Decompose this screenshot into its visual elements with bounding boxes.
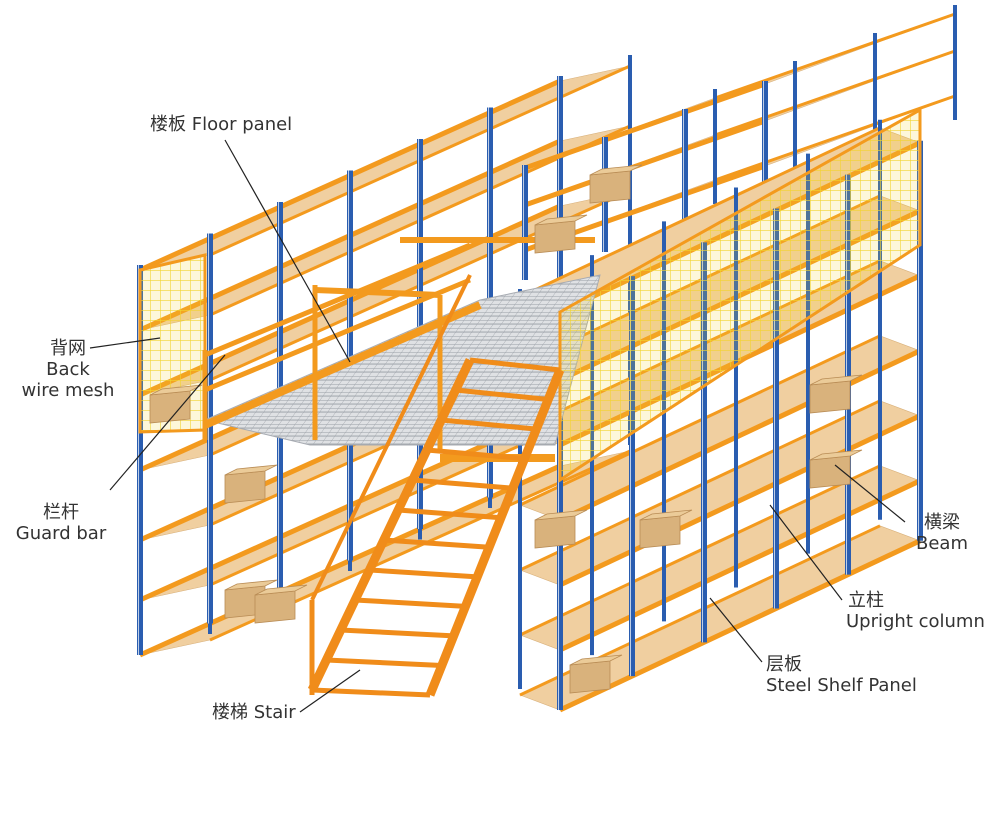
middle-rack-front-beam-0 — [524, 81, 766, 171]
label-steel-shelf-panel-en: Steel Shelf Panel — [766, 675, 917, 696]
leader-stair — [299, 669, 361, 713]
label-back-wire-mesh-en-line1: Back — [46, 359, 90, 380]
label-back-wire-mesh-cn: 背网 — [50, 338, 86, 359]
storage-box-front-8 — [809, 380, 851, 414]
label-beam-en: Beam — [916, 533, 968, 554]
stair-tread-0 — [311, 687, 431, 698]
storage-box-top-8 — [809, 374, 863, 386]
right-rack-front-beam-5 — [558, 478, 922, 653]
stair-tread-9 — [441, 417, 537, 432]
label-steel-shelf-panel: 层板 Steel Shelf Panel — [766, 654, 917, 696]
right-rack-back-beam-0 — [519, 126, 881, 299]
guard-bar-rail-0 — [204, 242, 471, 358]
storage-box-front-10 — [534, 220, 576, 254]
guard-bar-rail-1 — [204, 277, 471, 393]
right-rack-front-beam-3 — [558, 348, 922, 523]
label-upright-column-en: Upright column — [846, 611, 985, 632]
stair-tread-10 — [455, 387, 549, 403]
storage-box-top-6 — [639, 509, 693, 521]
label-steel-shelf-panel-cn: 层板 — [766, 654, 802, 675]
label-floor-panel-en: Floor panel — [191, 114, 293, 135]
storage-box-front-6 — [639, 515, 681, 549]
label-back-wire-mesh-en-line2: wire mesh — [21, 380, 115, 401]
label-guard-bar-cn: 栏杆 — [43, 502, 79, 523]
label-back-wire-mesh: 背网 Back wire mesh — [8, 338, 128, 401]
right-rack-back-beam-5 — [519, 464, 881, 637]
label-upright-column: 立柱 Upright column — [846, 590, 985, 632]
middle-rack-front-beam-1 — [524, 118, 766, 208]
storage-box-top-10 — [534, 214, 588, 226]
storage-box-top-4 — [589, 164, 643, 176]
stair-tread-1 — [326, 657, 442, 668]
storage-box-top-9 — [809, 449, 863, 461]
label-stair: 楼梯 Stair — [212, 702, 296, 723]
middle-rack-back-beam-0 — [714, 12, 956, 100]
stair-left-stringer — [307, 358, 475, 692]
storage-box-front-5 — [534, 515, 576, 549]
leader-guard-bar — [109, 354, 226, 491]
stair-tread-11 — [469, 357, 561, 373]
leader-steel-shelf-panel — [709, 597, 763, 663]
label-beam-cn: 横梁 — [924, 512, 960, 533]
label-stair-cn: 楼梯 — [212, 702, 248, 723]
back-wire-mesh-right — [558, 107, 922, 483]
leader-floor-panel — [224, 139, 351, 363]
stair-right-stringer — [425, 368, 565, 697]
storage-box-top-7 — [569, 654, 623, 666]
stair-tread-6 — [397, 507, 502, 521]
stair-handrail — [310, 274, 472, 601]
stair-tread-5 — [383, 537, 490, 550]
stair-tread-4 — [369, 567, 478, 580]
storage-box-top-1 — [224, 464, 278, 476]
stair-tread-7 — [412, 477, 513, 491]
label-beam: 横梁 Beam — [900, 512, 984, 554]
label-floor-panel: 楼板 Floor panel — [150, 114, 292, 135]
label-guard-bar-en: Guard bar — [15, 523, 107, 544]
right-rack-front-beam-6 — [558, 538, 922, 713]
storage-box-front-4 — [589, 170, 631, 204]
right-rack-back-beam-4 — [519, 399, 881, 572]
leader-upright-column — [769, 504, 843, 601]
leader-back-wire-mesh — [89, 337, 161, 349]
storage-box-top-2 — [224, 579, 278, 591]
right-rack-back-beam-3 — [519, 334, 881, 507]
storage-box-top-0 — [149, 384, 203, 396]
middle-rack-back-beam-2 — [714, 94, 956, 182]
storage-box-front-0 — [149, 390, 191, 424]
stair-tread-3 — [354, 597, 466, 609]
stair-tread-2 — [340, 627, 454, 639]
label-upright-column-cn: 立柱 — [848, 590, 884, 611]
middle-rack-back-beam-1 — [714, 49, 956, 137]
label-floor-panel-cn: 楼板 — [150, 114, 186, 135]
label-guard-bar: 栏杆 Guard bar — [8, 502, 114, 544]
storage-box-top-3 — [254, 584, 308, 596]
floor-edge-beam-left — [203, 301, 482, 429]
label-stair-en: Stair — [253, 702, 296, 723]
right-rack-front-beam-4 — [558, 413, 922, 588]
storage-box-front-1 — [224, 470, 266, 504]
storage-box-top-5 — [534, 509, 588, 521]
stair-tread-8 — [426, 447, 525, 462]
leader-beam — [834, 464, 906, 523]
storage-box-front-7 — [569, 660, 611, 694]
storage-box-front-3 — [254, 590, 296, 624]
guard-bar-top-cross — [314, 287, 441, 298]
